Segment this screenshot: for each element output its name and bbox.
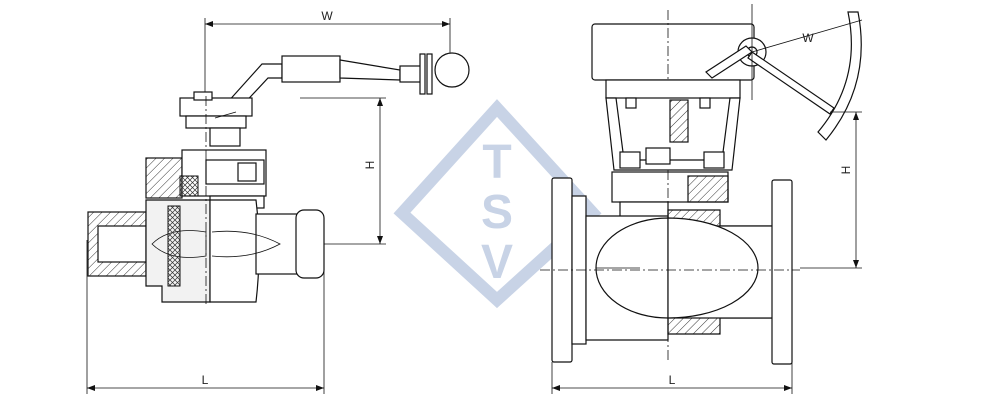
left-height-label: H <box>363 161 377 170</box>
right-height-label: H <box>839 166 853 175</box>
left-width-label: W <box>321 9 333 23</box>
left-width-dimension: W <box>204 9 451 96</box>
gearbox <box>591 10 755 100</box>
right-width-label: W <box>802 31 814 45</box>
lever-handle <box>224 52 470 109</box>
right-valve-drawing: W <box>540 4 863 394</box>
stem-top <box>179 91 253 147</box>
watermark-letter-s: S <box>481 186 513 239</box>
handwheel: W <box>705 4 863 141</box>
left-length-label: L <box>202 373 209 387</box>
right-length-label: L <box>669 373 676 387</box>
right-length-dimension: L <box>551 362 793 394</box>
right-bonnet <box>611 171 729 219</box>
left-valve-body <box>87 96 325 304</box>
bracket <box>605 97 741 171</box>
right-valve-body <box>540 170 800 365</box>
watermark-letter-t: T <box>482 136 511 189</box>
watermark-letter-v: V <box>481 236 513 289</box>
right-height-dimension: H <box>800 111 862 269</box>
left-length-dimension: L <box>86 240 325 394</box>
left-valve-drawing: W H L <box>86 9 470 394</box>
